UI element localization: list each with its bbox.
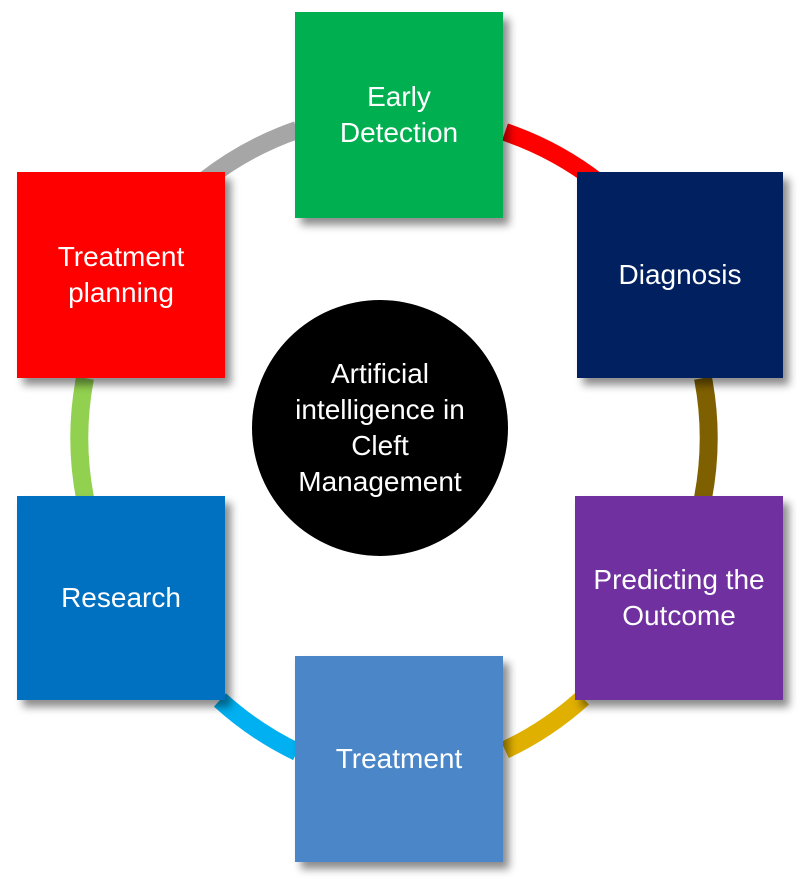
node-treatment-planning-label: Treatment planning <box>57 241 185 308</box>
connector-predicting-outcome-to-treatment <box>501 691 590 759</box>
node-treatment: Treatment <box>295 656 503 862</box>
connector-treatment-to-research <box>213 693 301 761</box>
center-label: Artificial intelligence in Cleft Managem… <box>295 358 465 497</box>
node-predicting-outcome-label: Predicting the Outcome <box>593 564 765 631</box>
connector-diagnosis-to-predicting-outcome <box>694 376 718 500</box>
node-diagnosis: Diagnosis <box>577 172 783 378</box>
node-research: Research <box>17 496 225 700</box>
node-treatment-planning: Treatment planning <box>17 172 225 378</box>
node-early-detection-label: Early Detection <box>339 81 459 148</box>
connector-research-to-treatment-planning <box>70 376 94 500</box>
center-circle: Artificial intelligence in Cleft Managem… <box>252 300 508 556</box>
node-predicting-outcome: Predicting the Outcome <box>575 496 783 700</box>
node-diagnosis-label: Diagnosis <box>618 259 742 290</box>
node-early-detection: Early Detection <box>295 12 503 218</box>
node-treatment-label: Treatment <box>335 743 463 774</box>
node-research-label: Research <box>61 582 181 613</box>
